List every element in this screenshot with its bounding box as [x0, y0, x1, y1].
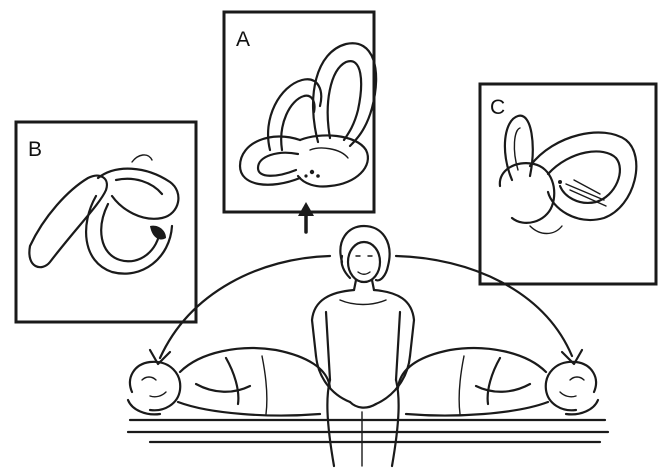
panel-a-label: A	[236, 28, 250, 51]
panel-c: C	[480, 84, 656, 284]
seated-patient	[312, 226, 414, 466]
panel-c-label: C	[490, 96, 505, 119]
panel-b-label: B	[28, 138, 42, 161]
examination-table	[128, 420, 608, 442]
lying-patient-left	[128, 348, 330, 415]
panel-b: B	[16, 122, 196, 322]
panel-a: A	[224, 12, 376, 212]
panel-c-frame	[480, 84, 656, 284]
